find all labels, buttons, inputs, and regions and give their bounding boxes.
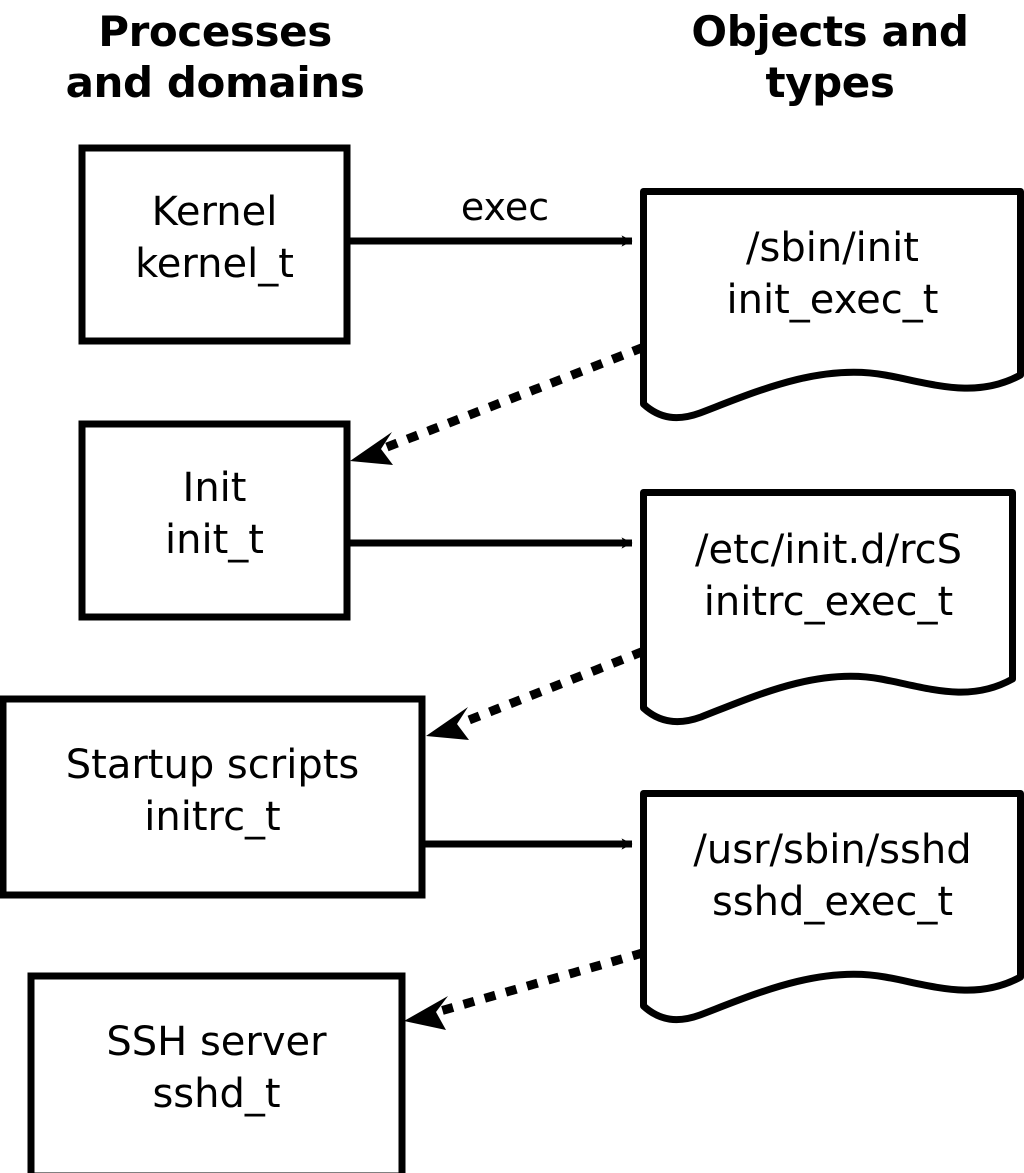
process-node-init[interactable]: [82, 424, 347, 617]
process-node-initrc[interactable]: [3, 699, 422, 895]
process-node-init-shape: [78, 420, 351, 621]
edge-initrc-exec-to-initrc: [426, 647, 645, 740]
object-node-sshd-exec-shape: [640, 790, 1024, 1024]
process-node-kernel[interactable]: [82, 148, 347, 341]
object-node-init-exec-shape: [640, 188, 1024, 422]
object-node-init-exec[interactable]: [643, 191, 1021, 423]
object-node-sshd-exec[interactable]: [643, 793, 1021, 1025]
object-node-initrc-exec-shape: [640, 489, 1016, 726]
process-node-kernel-shape: [78, 144, 351, 345]
edge-label-exec: exec: [460, 185, 550, 229]
edge-sshd-exec-to-sshd: [404, 948, 645, 1030]
process-node-sshd[interactable]: [31, 976, 402, 1173]
object-node-initrc-exec[interactable]: [643, 492, 1013, 726]
process-node-initrc-shape: [0, 695, 426, 899]
column-heading-processes: Processes and domains: [65, 7, 365, 107]
process-node-sshd-shape: [27, 972, 406, 1173]
edge-init-exec-to-init: [350, 343, 645, 465]
column-heading-objects: Objects and types: [691, 7, 969, 107]
